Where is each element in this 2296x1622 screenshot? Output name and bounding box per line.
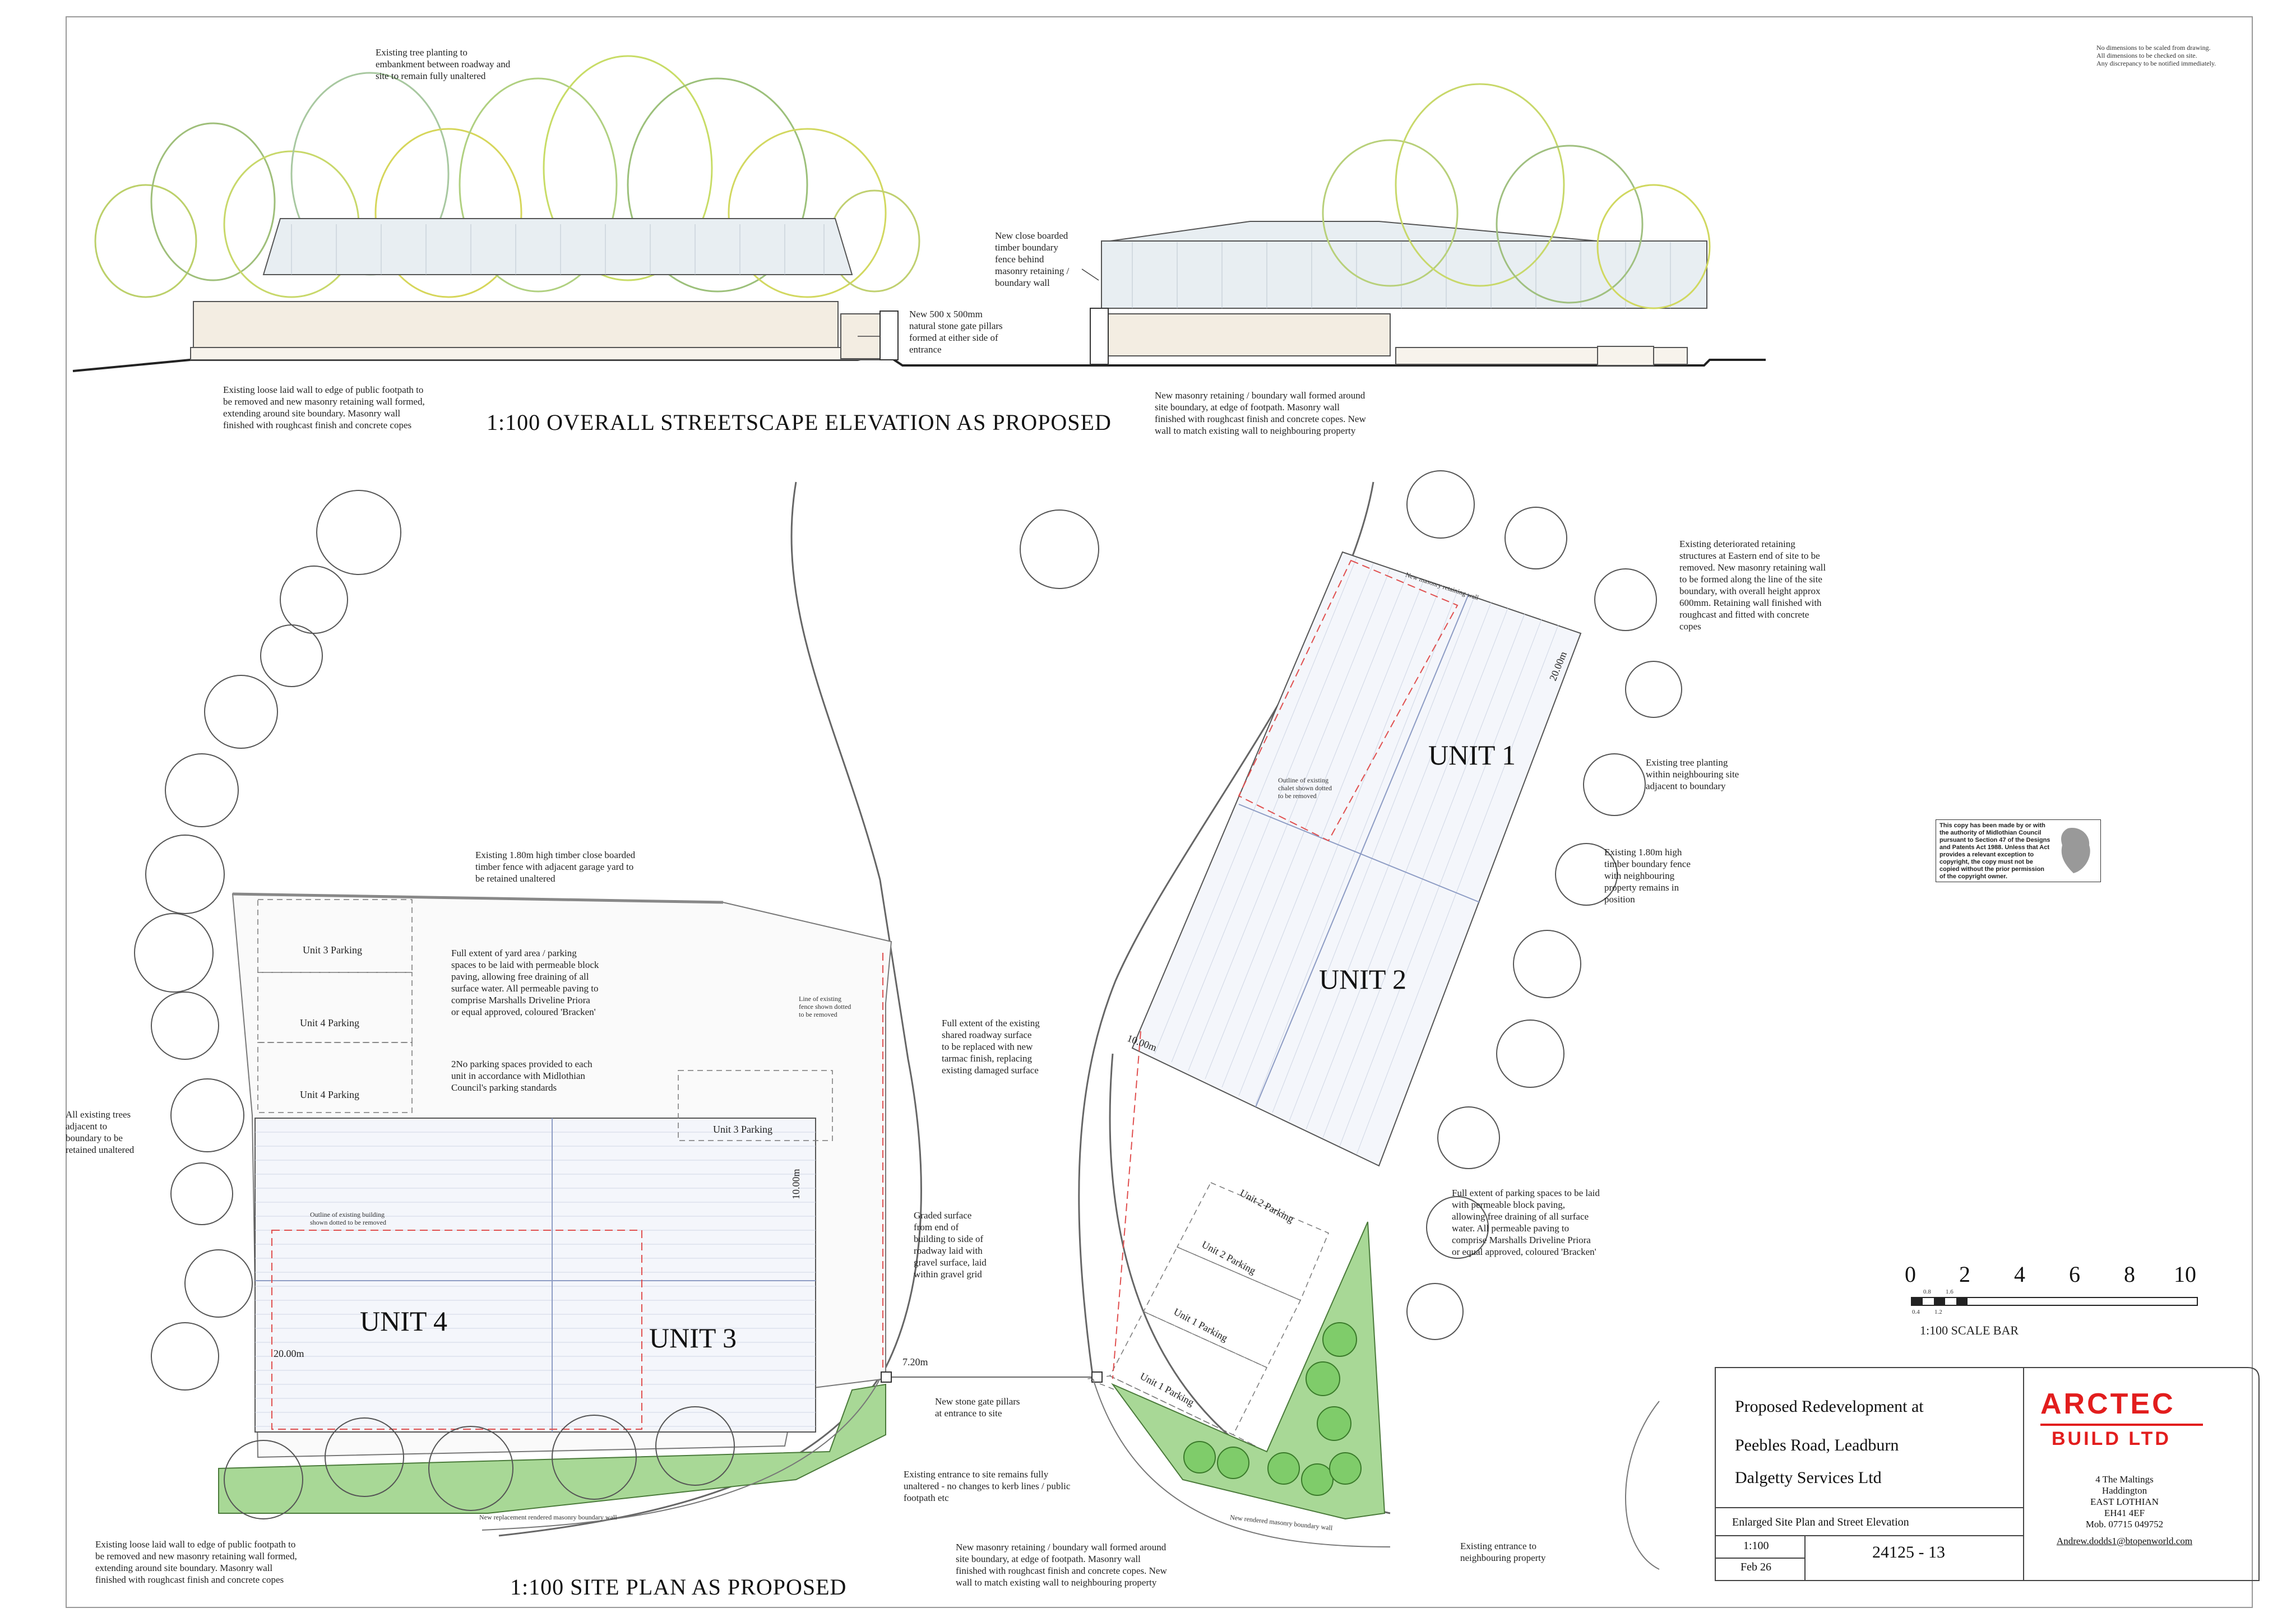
parking-label: Unit 4 Parking xyxy=(300,1089,359,1100)
note-plan-right-wall: New masonry retaining / boundary wall fo… xyxy=(956,1542,1167,1588)
note-tree-planting: Existing tree planting to embankment bet… xyxy=(376,47,511,81)
note-parking-right: Full extent of parking spaces to be laid… xyxy=(1452,1188,1600,1257)
unit-2-label: UNIT 2 xyxy=(1319,963,1407,995)
plan-title: 1:100 SITE PLAN AS PROPOSED xyxy=(510,1574,847,1600)
grass-right xyxy=(1110,1221,1386,1520)
dimension-label: 7.20m xyxy=(902,1356,928,1368)
scale-bar-graphic xyxy=(1911,1297,2198,1306)
note-plan-left-wall: Existing loose laid wall to edge of publ… xyxy=(95,1539,297,1585)
dimension-label: 20.00m xyxy=(274,1348,304,1359)
note-neighbour-entrance: Existing entrance to neighbouring proper… xyxy=(1460,1541,1546,1563)
scale-label: 0 xyxy=(1905,1262,1916,1287)
project-line-2: Peebles Road, Leadburn xyxy=(1735,1436,1899,1454)
logo-line-2: BUILD LTD xyxy=(2052,1428,2171,1449)
elevation-title: 1:100 OVERALL STREETSCAPE ELEVATION AS P… xyxy=(487,410,1112,435)
dimension-label: 10.00m xyxy=(790,1169,802,1199)
note-elev-left-wall: Existing loose laid wall to edge of publ… xyxy=(223,384,425,430)
scale-sub-label: 0.4 xyxy=(1912,1309,1920,1315)
scale-label: 10 xyxy=(2174,1262,2196,1287)
note-yard-paving: Full extent of yard area / parking space… xyxy=(451,948,599,1017)
copyright-notice: This copy has been made by or with the a… xyxy=(1936,819,2101,882)
parking-label: Unit 3 Parking xyxy=(713,1124,772,1135)
midlothian-map-icon xyxy=(2061,828,2090,873)
logo-line-1: ARCTEC xyxy=(2040,1388,2175,1420)
scale-label: 6 xyxy=(2069,1262,2080,1287)
plan-trees xyxy=(134,470,1682,1519)
drawing-date: Feb 26 xyxy=(1740,1561,1771,1573)
parking-label: Unit 4 Parking xyxy=(300,1017,359,1028)
gate-pillar-right xyxy=(1090,308,1109,365)
logo-divider xyxy=(2040,1424,2203,1426)
grass-left xyxy=(218,1383,886,1514)
label-line-fence: Line of existing fence shown dotted to b… xyxy=(799,995,851,1018)
company-email: Andrew.dodds1@btopenworld.com xyxy=(2056,1536,2193,1546)
note-graded-surface: Graded surface from end of building to s… xyxy=(914,1210,987,1280)
plan-new-trees xyxy=(1183,1322,1362,1496)
unit-3-label: UNIT 3 xyxy=(649,1322,737,1354)
drawing-number: 24125 - 13 xyxy=(1872,1543,1945,1561)
note-gate-pillars: New 500 x 500mm natural stone gate pilla… xyxy=(909,309,1003,355)
scale-label: 8 xyxy=(2124,1262,2135,1287)
parking-label: Unit 3 Parking xyxy=(303,944,362,956)
scale-sub-label: 0.8 xyxy=(1923,1289,1931,1295)
sheet-border xyxy=(66,16,2253,1608)
note-tree-planting-neighbour: Existing tree planting within neighbouri… xyxy=(1646,757,1739,791)
unit-1-label: UNIT 1 xyxy=(1428,739,1516,771)
note-elev-right-wall: New masonry retaining / boundary wall fo… xyxy=(1155,390,1366,436)
drawing-scale: 1:100 xyxy=(1743,1540,1769,1552)
gate-pillar-left xyxy=(879,311,899,360)
project-line-1: Proposed Redevelopment at xyxy=(1735,1397,1924,1416)
disclaimer: No dimensions to be scaled from drawing.… xyxy=(2096,44,2216,67)
scale-label: 2 xyxy=(1959,1262,1970,1287)
note-entrance: Existing entrance to site remains fully … xyxy=(904,1469,1071,1503)
scale-label: 4 xyxy=(2014,1262,2025,1287)
label-outline-building: Outline of existing building shown dotte… xyxy=(310,1211,386,1226)
scale-sub-label: 1.6 xyxy=(1946,1289,1954,1295)
scale-bar-caption: 1:100 SCALE BAR xyxy=(1920,1323,2019,1337)
note-deteriorated: Existing deteriorated retaining structur… xyxy=(1679,539,1826,632)
note-timber-fence: Existing 1.80m high timber boundary fenc… xyxy=(1604,847,1691,905)
company-address: 4 The Maltings Haddington EAST LOTHIAN E… xyxy=(2085,1474,2164,1530)
site-plan-drawing xyxy=(134,470,1682,1570)
note-close-boarded: Existing 1.80m high timber close boarded… xyxy=(475,850,636,884)
note-close-boarded-fence: New close boarded timber boundary fence … xyxy=(995,230,1070,288)
copyright-text: This copy has been made by or with the a… xyxy=(1939,822,2050,880)
note-roadway: Full extent of the existing shared roadw… xyxy=(942,1018,1040,1076)
label-outline-chalet: Outline of existing chalet shown dotted … xyxy=(1278,776,1332,800)
note-parking-spaces: 2No parking spaces provided to each unit… xyxy=(451,1059,592,1093)
title-block-frame xyxy=(1715,1367,2260,1581)
drawing-title: Enlarged Site Plan and Street Elevation xyxy=(1732,1516,1909,1528)
note-all-trees: All existing trees adjacent to boundary … xyxy=(66,1109,135,1155)
elevation-drawing xyxy=(72,55,1766,372)
tree-canopies-right xyxy=(1322,83,1711,309)
label-new-replacement-wall: New replacement rendered masonry boundar… xyxy=(479,1513,617,1521)
client-name: Dalgetty Services Ltd xyxy=(1735,1468,1882,1487)
unit-4-label: UNIT 4 xyxy=(360,1305,448,1337)
note-gate-pillars-plan: New stone gate pillars at entrance to si… xyxy=(935,1396,1020,1419)
scale-sub-label: 1.2 xyxy=(1934,1309,1942,1315)
